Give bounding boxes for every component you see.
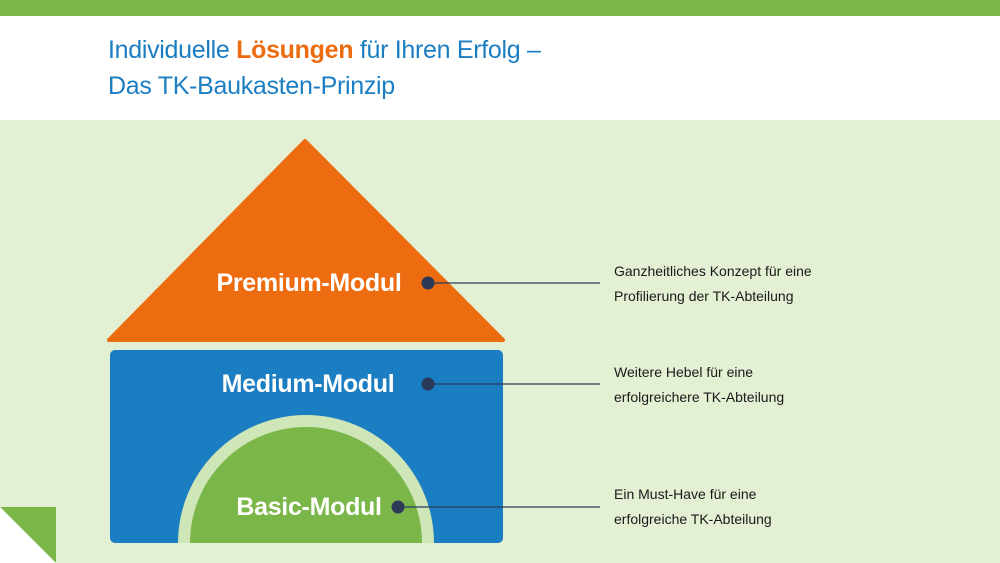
title-line-2: Das TK-Baukasten-Prinzip xyxy=(108,72,395,100)
description-line: Ganzheitliches Konzept für eine xyxy=(614,263,812,279)
description-line: Ein Must-Have für eine xyxy=(614,486,757,502)
title-line-1: Individuelle Lösungen für Ihren Erfolg – xyxy=(108,32,541,68)
title-highlight: Lösungen xyxy=(236,36,354,64)
medium-module-description: Weitere Hebel für eine erfolgreichere TK… xyxy=(614,360,874,410)
premium-connector-dot xyxy=(421,276,435,290)
description-line: Weitere Hebel für eine xyxy=(614,364,754,380)
medium-module-label: Medium-Modul xyxy=(221,370,395,398)
basic-module-description: Ein Must-Have für eine erfolgreiche TK-A… xyxy=(614,482,874,532)
top-accent-bar xyxy=(0,0,1000,16)
description-line: erfolgreichere TK-Abteilung xyxy=(614,389,785,405)
header xyxy=(0,16,1000,120)
basic-module-dome xyxy=(190,427,422,543)
title-text-end: für Ihren Erfolg – xyxy=(353,36,541,64)
medium-connector-dot xyxy=(421,377,435,391)
corner-fold-decoration xyxy=(0,507,56,563)
basic-module-label: Basic-Modul xyxy=(236,493,382,521)
premium-module-roof xyxy=(107,139,505,342)
description-line: Profilierung der TK-Abteilung xyxy=(614,288,794,304)
premium-module-description: Ganzheitliches Konzept für eine Profilie… xyxy=(614,259,874,309)
page-title: Individuelle Lösungen für Ihren Erfolg –… xyxy=(108,32,541,104)
title-text-start: Individuelle xyxy=(108,36,237,64)
basic-connector-dot xyxy=(391,500,405,514)
description-line: erfolgreiche TK-Abteilung xyxy=(614,511,772,527)
premium-module-label: Premium-Modul xyxy=(216,269,402,297)
